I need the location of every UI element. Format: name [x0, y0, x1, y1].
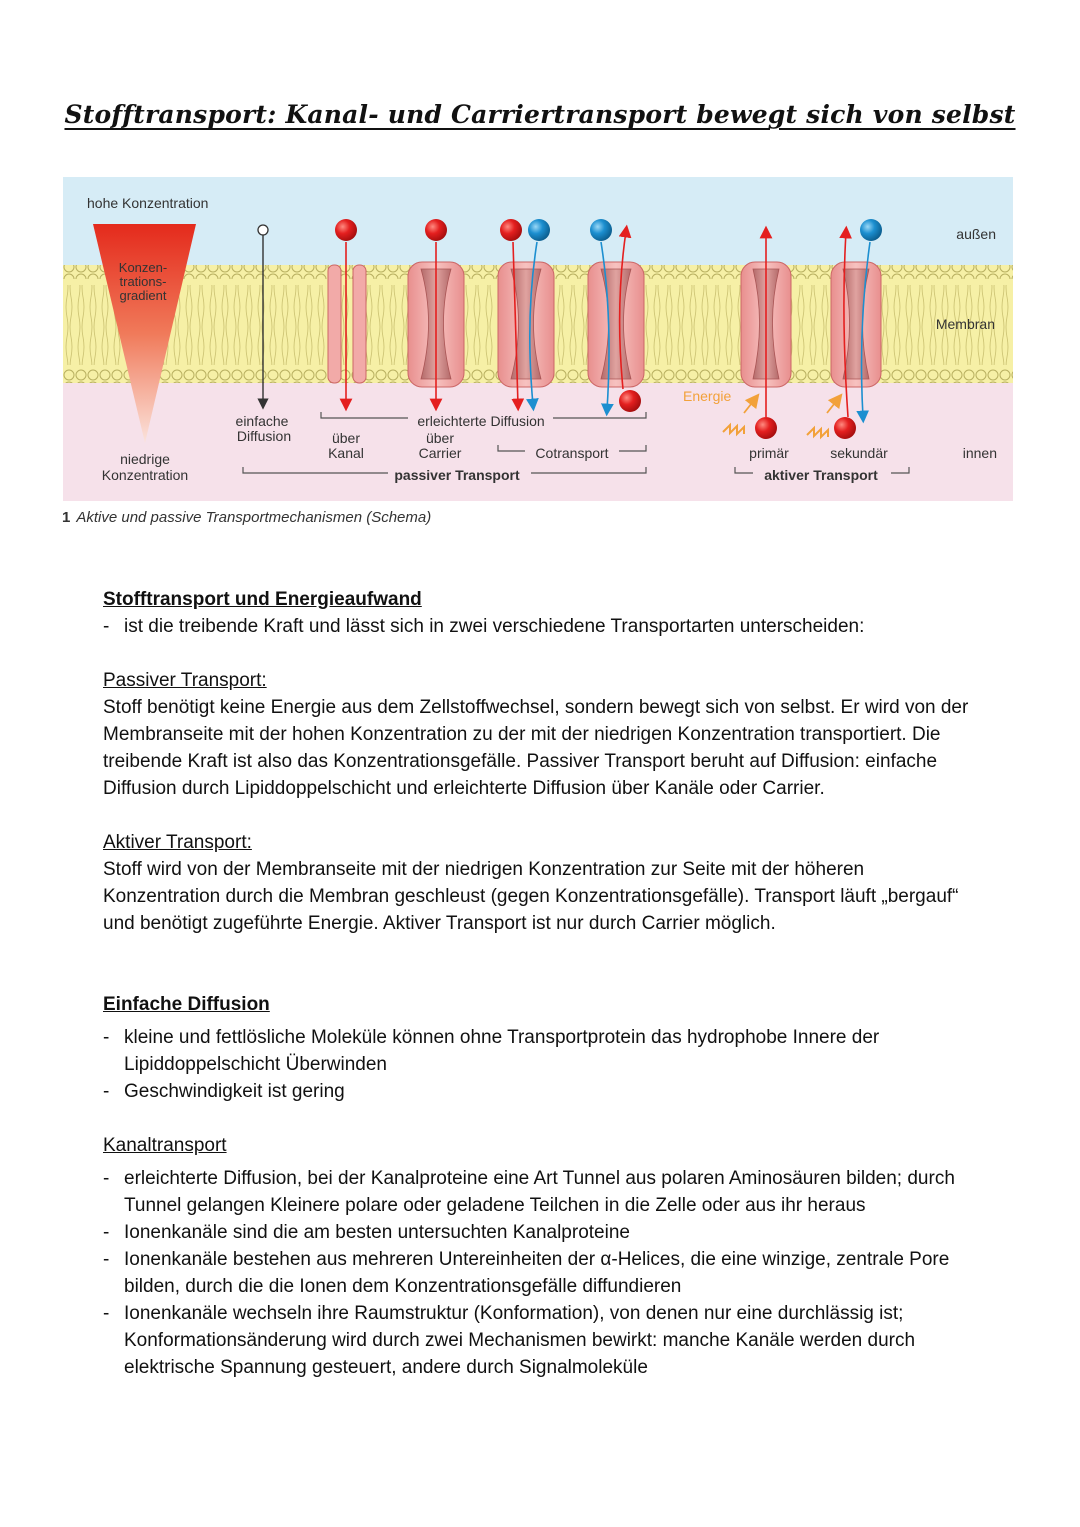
list-item: Ionenkanäle bestehen aus mehreren Untere…	[103, 1246, 983, 1300]
red-ion	[500, 219, 522, 241]
label-simple-2: Diffusion	[237, 428, 291, 444]
list-item: kleine und fettlösliche Moleküle können …	[103, 1024, 983, 1078]
label-active-transport: aktiver Transport	[764, 467, 878, 483]
red-ion	[755, 417, 777, 439]
notes-content: Stofftransport und Energieaufwand ist di…	[103, 586, 983, 1381]
label-simple-1: einfache	[236, 413, 289, 429]
label-cotransport: Cotransport	[535, 445, 608, 461]
blue-molecule	[528, 219, 550, 241]
red-ion	[335, 219, 357, 241]
small-molecule	[257, 224, 269, 236]
label-outside: außen	[956, 226, 996, 242]
label-high-concentration: hohe Konzentration	[87, 195, 208, 211]
label-gradient-1: Konzen-	[119, 260, 167, 275]
gradient-triangle	[93, 224, 196, 443]
label-energy: Energie	[683, 388, 731, 404]
carrier-protein-secondary	[830, 261, 882, 388]
list-item: Ionenkanäle sind die am besten untersuch…	[103, 1219, 983, 1246]
list-item: Ionenkanäle wechseln ihre Raumstruktur (…	[103, 1300, 983, 1381]
figure-caption: 1 Aktive und passive Transportmechanismen…	[62, 509, 431, 526]
label-channel-1: über	[332, 430, 360, 446]
blue-molecule	[860, 219, 882, 241]
red-ion	[619, 390, 641, 412]
label-channel-2: Kanal	[328, 445, 364, 461]
carrier-protein-2	[497, 261, 555, 388]
label-gradient-3: gradient	[120, 288, 167, 303]
label-low-2: Konzentration	[102, 467, 188, 483]
transport-diagram: hohe Konzentration Konzen- trations- gra…	[63, 177, 1013, 501]
inside-region	[63, 382, 1013, 501]
label-secondary: sekundär	[830, 445, 888, 461]
carrier-protein-3	[587, 261, 645, 388]
heading-channel: Kanaltransport	[103, 1135, 227, 1156]
caption-number: 1	[62, 509, 71, 526]
heading-energy: Stofftransport und Energieaufwand	[103, 589, 422, 610]
label-membrane: Membran	[936, 316, 995, 332]
red-ion	[834, 417, 856, 439]
label-carrier-1: über	[426, 430, 454, 446]
heading-passive: Passiver Transport:	[103, 670, 267, 691]
transport-diagram-svg: hohe Konzentration Konzen- trations- gra…	[63, 177, 1013, 501]
list-item: Geschwindigkeit ist gering	[103, 1078, 983, 1105]
label-primary: primär	[749, 445, 789, 461]
paragraph-active: Stoff wird von der Membranseite mit der …	[103, 859, 959, 934]
red-ion	[425, 219, 447, 241]
label-carrier-2: Carrier	[419, 445, 462, 461]
simple-diffusion-list: kleine und fettlösliche Moleküle können …	[103, 1024, 983, 1105]
list-item: erleichterte Diffusion, bei der Kanalpro…	[103, 1165, 983, 1219]
channel-list: erleichterte Diffusion, bei der Kanalpro…	[103, 1165, 983, 1381]
paragraph-passive: Stoff benötigt keine Energie aus dem Zel…	[103, 697, 969, 799]
heading-simple-diffusion: Einfache Diffusion	[103, 994, 270, 1015]
page-title: Stofftransport: Kanal- und Carriertransp…	[64, 100, 1016, 129]
label-facilitated: erleichterte Diffusion	[417, 413, 544, 429]
heading-active: Aktiver Transport:	[103, 832, 252, 853]
label-inside: innen	[963, 445, 997, 461]
label-gradient-2: trations-	[120, 274, 167, 289]
list-item: ist die treibende Kraft und lässt sich i…	[103, 613, 983, 640]
label-passive-transport: passiver Transport	[394, 467, 520, 483]
caption-text: Aktive und passive Transportmechanismen …	[76, 509, 432, 526]
channel-protein	[327, 264, 367, 384]
blue-molecule	[590, 219, 612, 241]
label-low-1: niedrige	[120, 451, 170, 467]
energy-list: ist die treibende Kraft und lässt sich i…	[103, 613, 983, 640]
